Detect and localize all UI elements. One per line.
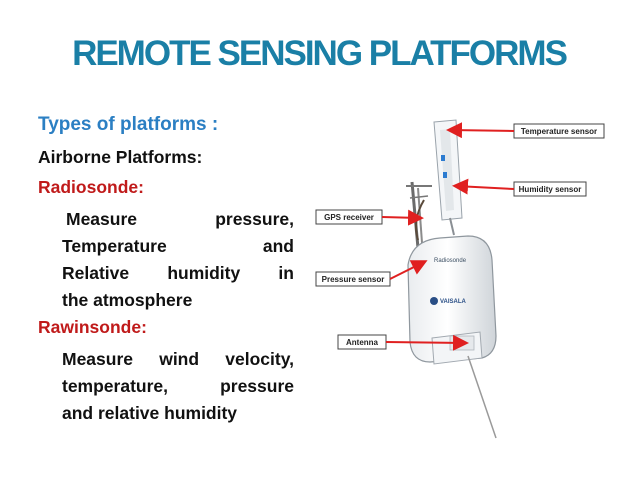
radiosonde-line-1: Measure pressure, <box>62 206 294 233</box>
word: wind <box>159 349 200 369</box>
device-brand-text: VAISALA <box>440 299 467 305</box>
word: and relative humidity <box>62 403 238 423</box>
rawinsonde-heading: Rawinsonde: <box>38 317 147 337</box>
radiosonde-line-3: Relative humidity in <box>62 260 294 287</box>
radiosonde-diagram: Radiosonde VAISALA Temperature sensor Hu… <box>315 119 605 439</box>
label-humidity-sensor: Humidity sensor <box>519 185 582 194</box>
rawinsonde-line-1: Measure wind velocity, <box>62 346 294 373</box>
arrow-gps <box>381 209 424 226</box>
brand-logo-icon <box>430 297 438 305</box>
radiosonde-description: Measure pressure, Temperature and Relati… <box>62 206 294 314</box>
word: in <box>278 263 294 283</box>
rawinsonde-description: Measure wind velocity, temperature, pres… <box>62 346 294 427</box>
label-antenna: Antenna <box>346 338 379 347</box>
rawinsonde-line-2: temperature, pressure <box>62 373 294 400</box>
word: Measure <box>66 209 138 229</box>
word: and <box>262 236 294 256</box>
word: pressure, <box>215 209 294 229</box>
antenna-wire <box>467 355 497 439</box>
word: temperature, <box>62 376 169 396</box>
device-model-text: Radiosonde <box>434 258 467 264</box>
label-gps-receiver: GPS receiver <box>324 213 374 222</box>
rawinsonde-line-3: and relative humidity <box>62 400 294 427</box>
radiosonde-heading: Radiosonde: <box>38 177 144 197</box>
radiosonde-line-4: the atmosphere <box>62 287 294 314</box>
word: velocity, <box>225 349 294 369</box>
arrow-antenna <box>385 334 469 351</box>
label-pressure-sensor: Pressure sensor <box>322 275 385 284</box>
arrow-humidity <box>452 178 515 195</box>
word: Measure <box>62 349 134 369</box>
radiosonde-body: Radiosonde VAISALA <box>407 235 497 365</box>
airborne-heading: Airborne Platforms: <box>38 147 203 167</box>
word: pressure <box>220 376 294 396</box>
word: Temperature <box>62 236 167 256</box>
sensor-boom <box>433 119 463 236</box>
subtitle: Types of platforms : <box>38 114 219 135</box>
word: humidity <box>167 263 241 283</box>
arrow-pressure <box>389 260 428 280</box>
radiosonde-line-2: Temperature and <box>62 233 294 260</box>
word: Relative <box>62 263 130 283</box>
word: the atmosphere <box>62 290 193 310</box>
label-temperature-sensor: Temperature sensor <box>521 127 597 136</box>
slide-title: REMOTE SENSING PLATFORMS <box>72 34 568 73</box>
arrow-temperature <box>446 122 515 139</box>
